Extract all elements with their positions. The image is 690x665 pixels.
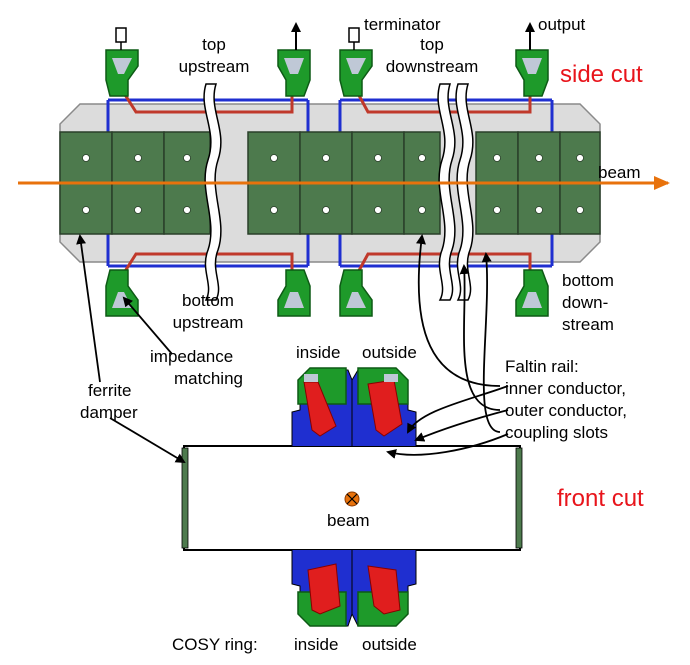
- output-arrows: [291, 22, 535, 50]
- bottom-upstream-label-1: bottom: [182, 291, 234, 310]
- side-cut: [18, 22, 670, 317]
- front-pickups-top: [291, 367, 417, 446]
- faltin-label-4: coupling slots: [505, 423, 608, 442]
- bottom-upstream-label-2: upstream: [173, 313, 244, 332]
- terminator-icons: [115, 27, 360, 50]
- front-pickups-bottom: [291, 550, 417, 627]
- labels: side cut front cut beam beam top upstrea…: [80, 15, 644, 654]
- impedance-label-1: impedance: [150, 347, 233, 366]
- side-cut-title: side cut: [560, 61, 643, 88]
- connector-housings-bottom: [105, 269, 549, 317]
- bottom-downstream-label-2: down-: [562, 293, 608, 312]
- top-downstream-label-1: top: [420, 35, 444, 54]
- impedance-label-2: matching: [174, 369, 243, 388]
- top-upstream-label-1: top: [202, 35, 226, 54]
- front-cut: [181, 367, 523, 627]
- inside-bottom-label: inside: [294, 635, 338, 654]
- ferrite-label-2: damper: [80, 403, 138, 422]
- beam-label-front: beam: [327, 511, 370, 530]
- ferrite-dots: [82, 154, 584, 214]
- inside-top-label: inside: [296, 343, 340, 362]
- beam-label-side: beam: [598, 163, 641, 182]
- top-upstream-label-2: upstream: [179, 57, 250, 76]
- break-marks: [203, 83, 474, 301]
- output-label: output: [538, 15, 586, 34]
- outside-bottom-label: outside: [362, 635, 417, 654]
- faltin-label-3: outer conductor,: [505, 401, 627, 420]
- top-downstream-label-2: downstream: [386, 57, 479, 76]
- terminator-label: terminator: [364, 15, 441, 34]
- cosy-ring-label: COSY ring:: [172, 635, 258, 654]
- front-cut-title: front cut: [557, 485, 644, 512]
- faltin-label-1: Faltin rail:: [505, 357, 579, 376]
- ferrite-label-1: ferrite: [88, 381, 131, 400]
- bottom-downstream-label-1: bottom: [562, 271, 614, 290]
- connector-housings-top: [105, 49, 549, 97]
- bottom-downstream-label-3: stream: [562, 315, 614, 334]
- faltin-label-2: inner conductor,: [505, 379, 626, 398]
- beam-center-icon: [344, 491, 360, 507]
- leader-lines: [76, 234, 509, 464]
- outside-top-label: outside: [362, 343, 417, 362]
